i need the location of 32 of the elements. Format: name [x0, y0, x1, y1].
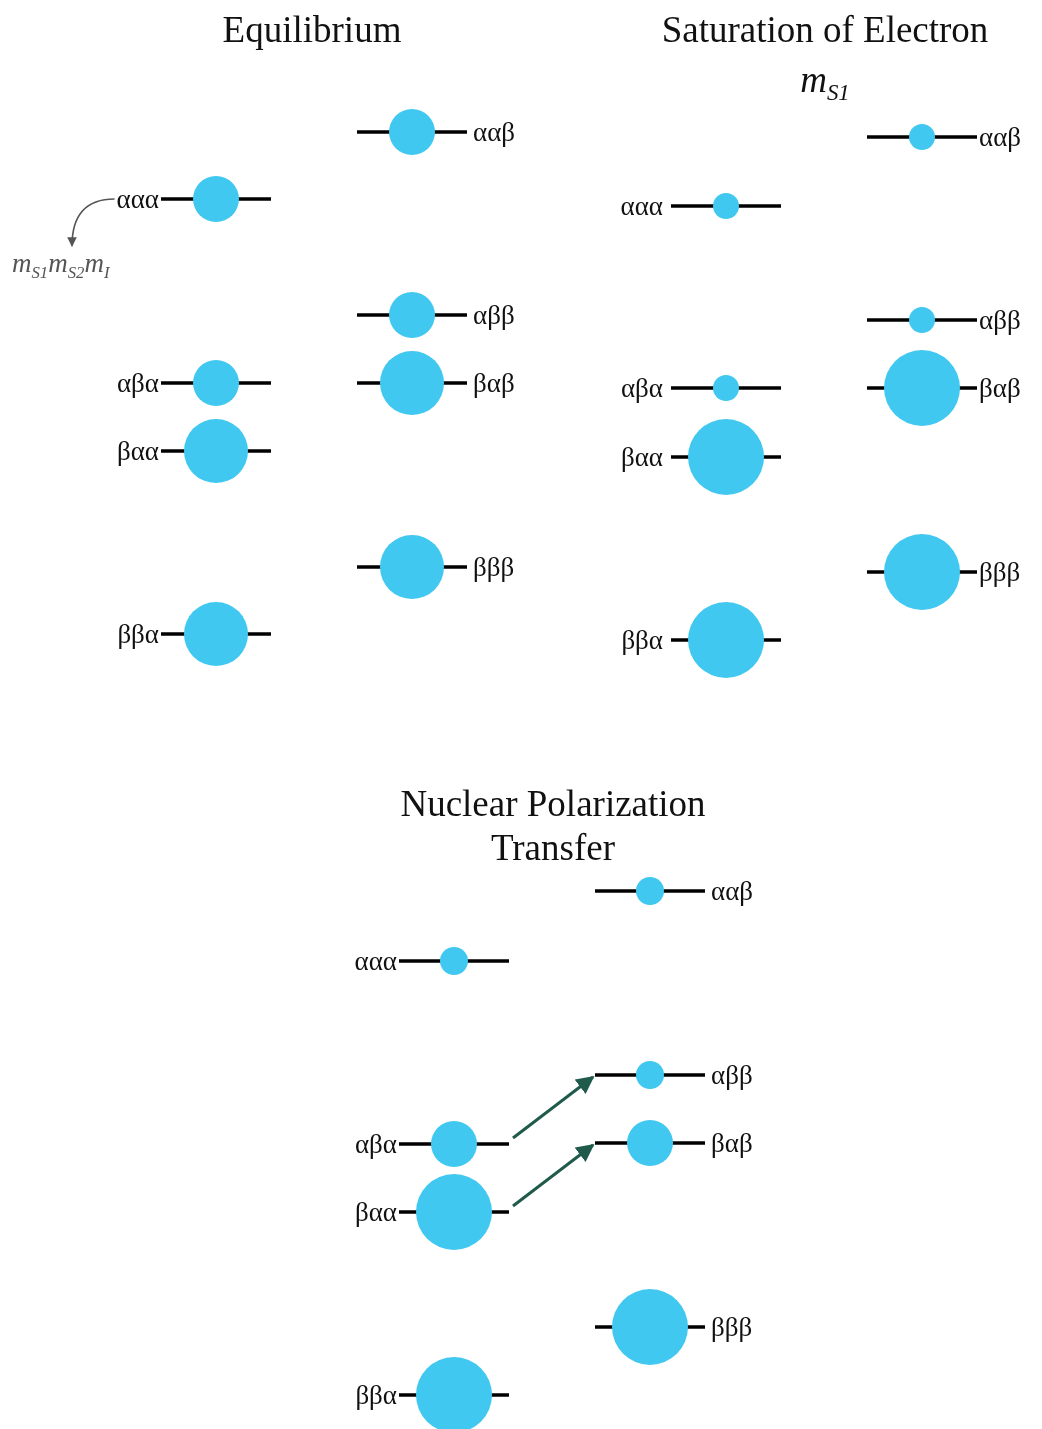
- state-label: αβα: [620, 373, 663, 403]
- state-label: βββ: [711, 1312, 753, 1342]
- state-label: ααα: [620, 191, 663, 221]
- state-label: βαβ: [473, 368, 515, 398]
- state-label: ββα: [117, 619, 159, 649]
- state-label: αββ: [979, 305, 1021, 335]
- quantum-number-label: m$_{S1}$m$_{S2}$m$_{I}$: [12, 248, 110, 284]
- transfer-arrow: [512, 1143, 595, 1208]
- state-label: βαα: [354, 1197, 397, 1227]
- state-label: βαβ: [979, 373, 1021, 403]
- state-label: βββ: [979, 557, 1021, 587]
- state-label: αββ: [711, 1060, 753, 1090]
- panel-title: Equilibrium: [222, 8, 402, 52]
- state-label: αββ: [473, 300, 515, 330]
- state-label: ααβ: [979, 122, 1022, 152]
- panel-title: Nuclear Polarization Transfer: [399, 782, 707, 870]
- state-label: ββα: [355, 1380, 397, 1410]
- quantum-number-label: m$_{S1}$: [800, 58, 850, 108]
- leader-arrow: [67, 198, 116, 247]
- state-label: ααβ: [711, 876, 754, 906]
- state-label: ααα: [354, 946, 397, 976]
- state-label: βαα: [116, 436, 159, 466]
- state-label: βββ: [473, 552, 515, 582]
- state-label: ααβ: [473, 117, 516, 147]
- transfer-arrow: [512, 1075, 595, 1140]
- state-label: ααα: [116, 184, 159, 214]
- state-label: βαβ: [711, 1128, 753, 1158]
- state-label: ββα: [621, 625, 663, 655]
- state-label: βαα: [620, 442, 663, 472]
- state-label: αβα: [116, 368, 159, 398]
- panel-title: Saturation of Electron: [661, 8, 989, 52]
- state-label: αβα: [354, 1129, 397, 1159]
